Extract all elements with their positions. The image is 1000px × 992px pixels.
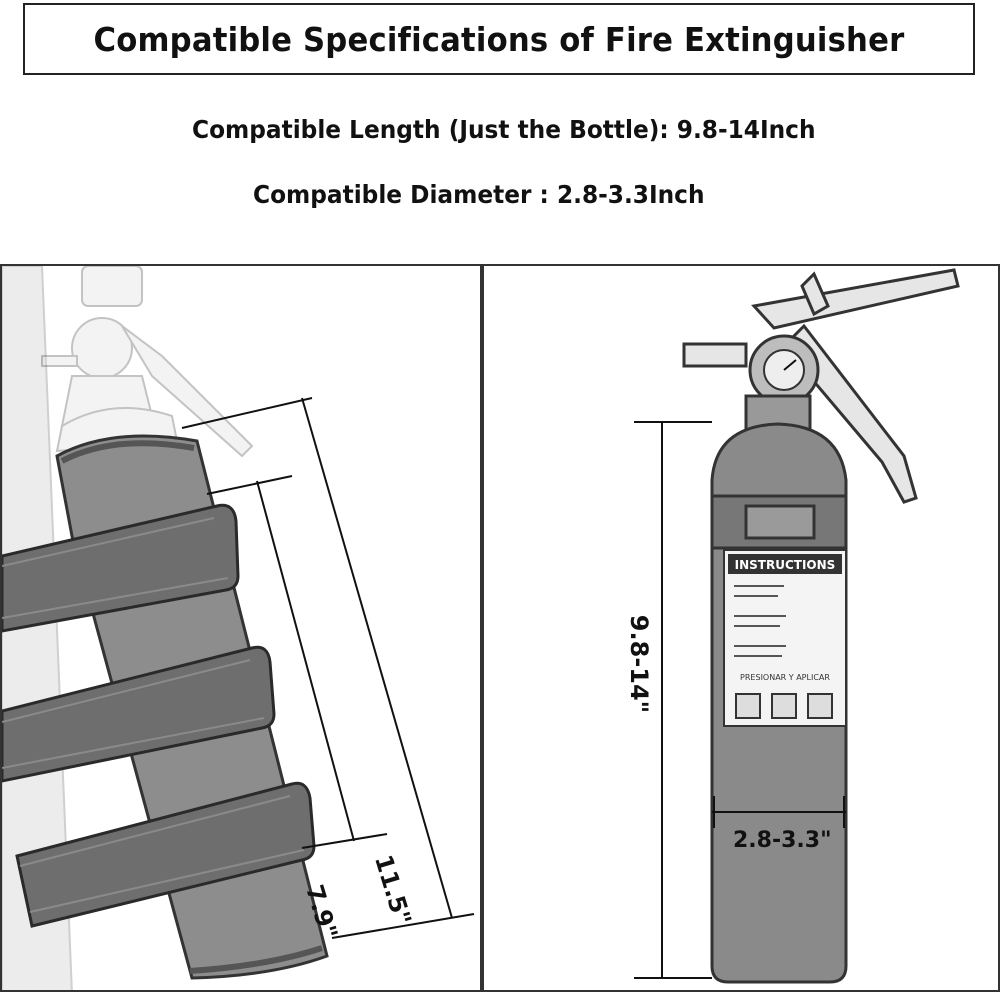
roll-bar [2,266,73,990]
dimension-lines [181,397,475,939]
instructions-footer: PRESIONAR Y APLICAR [740,673,830,682]
page-title: Compatible Specifications of Fire Exting… [93,19,905,59]
right-panel: INSTRUCTIONS PRESIONAR Y APLICAR [482,264,1000,992]
pressure-gauge [748,334,820,406]
left-panel: 11.5" 7.9" [0,264,482,992]
extinguisher-illustration: INSTRUCTIONS PRESIONAR Y APLICAR [634,268,960,984]
dimension-label-diameter: 2.8-3.3" [733,828,832,853]
spec-diameter: Compatible Diameter : 2.8-3.3Inch [253,180,705,209]
holster-illustration [2,266,475,990]
spec-length: Compatible Length (Just the Bottle): 9.8… [192,115,816,144]
instructions-label: INSTRUCTIONS PRESIONAR Y APLICAR [723,549,847,727]
title-box: Compatible Specifications of Fire Exting… [23,3,975,75]
dimension-label-height: 9.8-14" [625,614,654,714]
valve-ghost [41,266,254,458]
dimension-lines [634,421,846,979]
bracket-strap [710,494,848,550]
strap-1 [2,503,240,633]
instructions-title: INSTRUCTIONS [735,558,836,572]
strap-2 [2,645,276,783]
